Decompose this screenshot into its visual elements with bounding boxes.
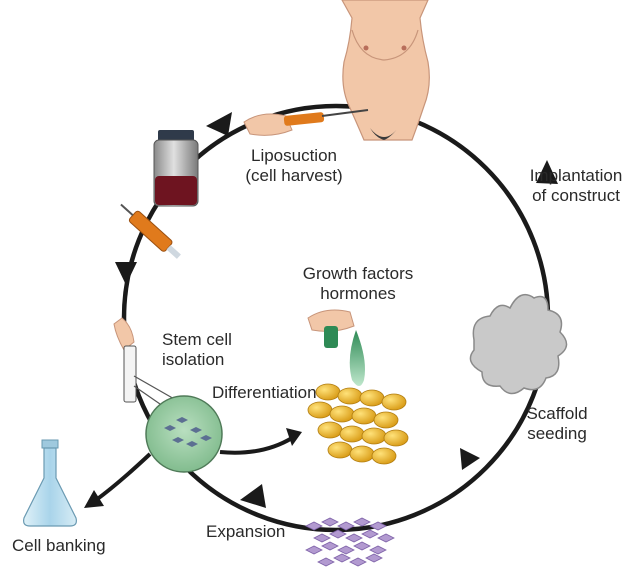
expansion-label: Expansion	[206, 522, 286, 541]
differentiation-label: Differentiation	[212, 383, 317, 402]
cycle-arrow-bottom	[240, 484, 266, 508]
liposuction-label-line2: (cell harvest)	[245, 166, 343, 185]
stem-cell-isolation-label: Stem cell isolation	[162, 330, 232, 370]
implantation-label: Implantation of construct	[518, 166, 634, 206]
implantation-label-line1: Implantation	[529, 166, 623, 185]
banking-arrow	[94, 452, 152, 502]
cycle-arrow-left	[115, 262, 137, 285]
expansion-cells-grid	[305, 517, 395, 567]
petri-dish-icon	[145, 395, 223, 473]
stem-cell-label-line2: isolation	[162, 350, 225, 369]
differentiation-arrowhead	[286, 428, 302, 446]
growth-factor-hand-icon	[307, 309, 365, 386]
liposuction-hand-syringe	[243, 109, 369, 136]
scaffold-seeding-label: Scaffold seeding	[518, 404, 596, 444]
cell-banking-label: Cell banking	[12, 536, 106, 555]
scaffold-icon	[469, 293, 568, 395]
scaffold-label-line2: seeding	[527, 424, 587, 443]
implantation-label-line2: of construct	[532, 186, 620, 205]
differentiation-arrow	[219, 436, 294, 455]
blood-jar-icon	[153, 130, 199, 207]
flask-icon	[23, 439, 77, 527]
fat-cells-cluster	[307, 383, 409, 465]
stem-cell-label-line1: Stem cell	[162, 330, 232, 349]
pipette-tube-icon	[113, 317, 177, 405]
liposuction-label: Liposuction (cell harvest)	[226, 146, 362, 186]
cycle-arrow-right	[536, 160, 558, 184]
growth-factors-label-line1: Growth factors	[302, 264, 414, 283]
syringe-icon	[120, 203, 181, 259]
growth-factors-label-line2: hormones	[320, 284, 396, 303]
torso-illustration	[341, 0, 430, 141]
cycle-arrow-top-left	[206, 112, 232, 136]
liposuction-label-line1: Liposuction	[250, 146, 337, 165]
banking-arrowhead	[84, 490, 104, 508]
scaffold-label-line1: Scaffold	[526, 404, 588, 423]
cycle-arrow-bottom-right	[460, 448, 480, 470]
growth-factors-label: Growth factors hormones	[290, 264, 426, 304]
